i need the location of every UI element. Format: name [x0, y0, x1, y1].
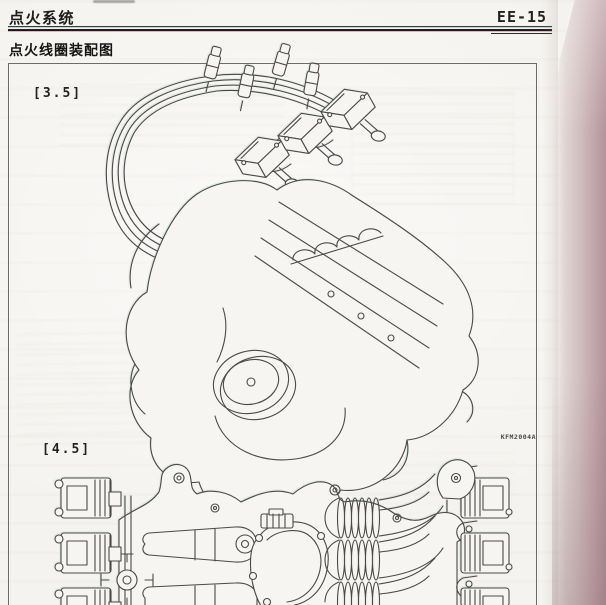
- figure-box: [3.5]: [8, 43, 537, 605]
- intake-runner-bellows: [324, 473, 444, 605]
- spark-plug-boots: [203, 43, 320, 112]
- page-number: EE-15: [496, 8, 548, 26]
- section-title: 点火线圈装配图: [9, 42, 114, 58]
- right-ignition-coils: [456, 465, 513, 605]
- figure-label-4-5: [4.5]: [42, 442, 92, 457]
- mounting-bracket: [436, 459, 476, 513]
- crankshaft-pulley: [212, 349, 297, 421]
- header-rule-thick: [8, 29, 552, 31]
- page-number-underline: [491, 33, 552, 34]
- left-ignition-coils: [54, 477, 122, 605]
- figure-label-3-5: [3.5]: [33, 86, 83, 101]
- manifold-body: [100, 463, 466, 605]
- header-rule-thin: [8, 26, 552, 27]
- engine-assembly-drawing-3-5: [105, 43, 479, 512]
- figure-code: KFM2004A: [500, 433, 536, 441]
- runner-arm: [142, 526, 258, 563]
- page-title: 点火系统: [9, 10, 76, 27]
- runner-arm: [142, 582, 258, 605]
- engine-block: [125, 179, 479, 512]
- sensor: [260, 508, 294, 529]
- ignition-coils: [234, 88, 386, 190]
- intake-manifold-drawing-4-5: [54, 459, 513, 605]
- page-edge-shadow: [552, 0, 606, 605]
- cross-fitting: [100, 553, 154, 605]
- plenum-opening: [248, 521, 329, 605]
- scan-edge-artifact: [93, 0, 135, 3]
